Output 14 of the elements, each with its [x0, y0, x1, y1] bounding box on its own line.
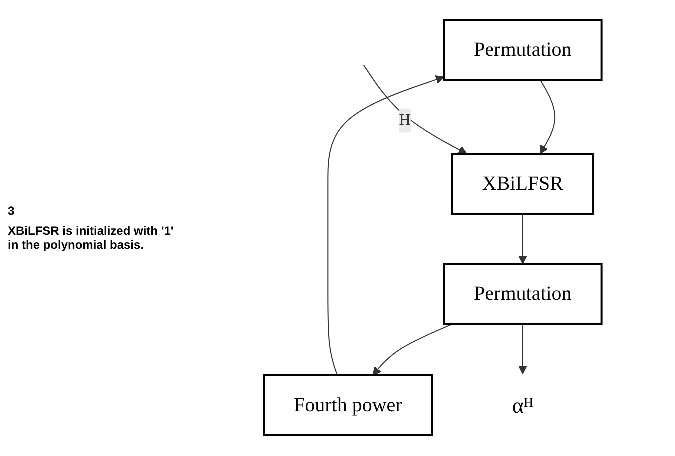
note-text: XBiLFSR is initialized with '1' in the polynomial basis.: [8, 224, 175, 252]
node-text: αᴴ: [512, 392, 534, 418]
node-box: Fourth power: [262, 374, 433, 436]
arrow: [539, 79, 556, 154]
node-box: XBiLFSR: [450, 152, 594, 214]
bus-width-label: 3: [8, 204, 16, 218]
arrow: [518, 213, 527, 264]
node-box: Permutation: [442, 262, 602, 324]
arrow: [372, 323, 454, 376]
arrow: [362, 64, 467, 154]
node-box: Permutation: [442, 18, 602, 80]
arrow: [518, 323, 527, 374]
arrow: [327, 75, 444, 376]
edge-label: H: [398, 111, 410, 128]
